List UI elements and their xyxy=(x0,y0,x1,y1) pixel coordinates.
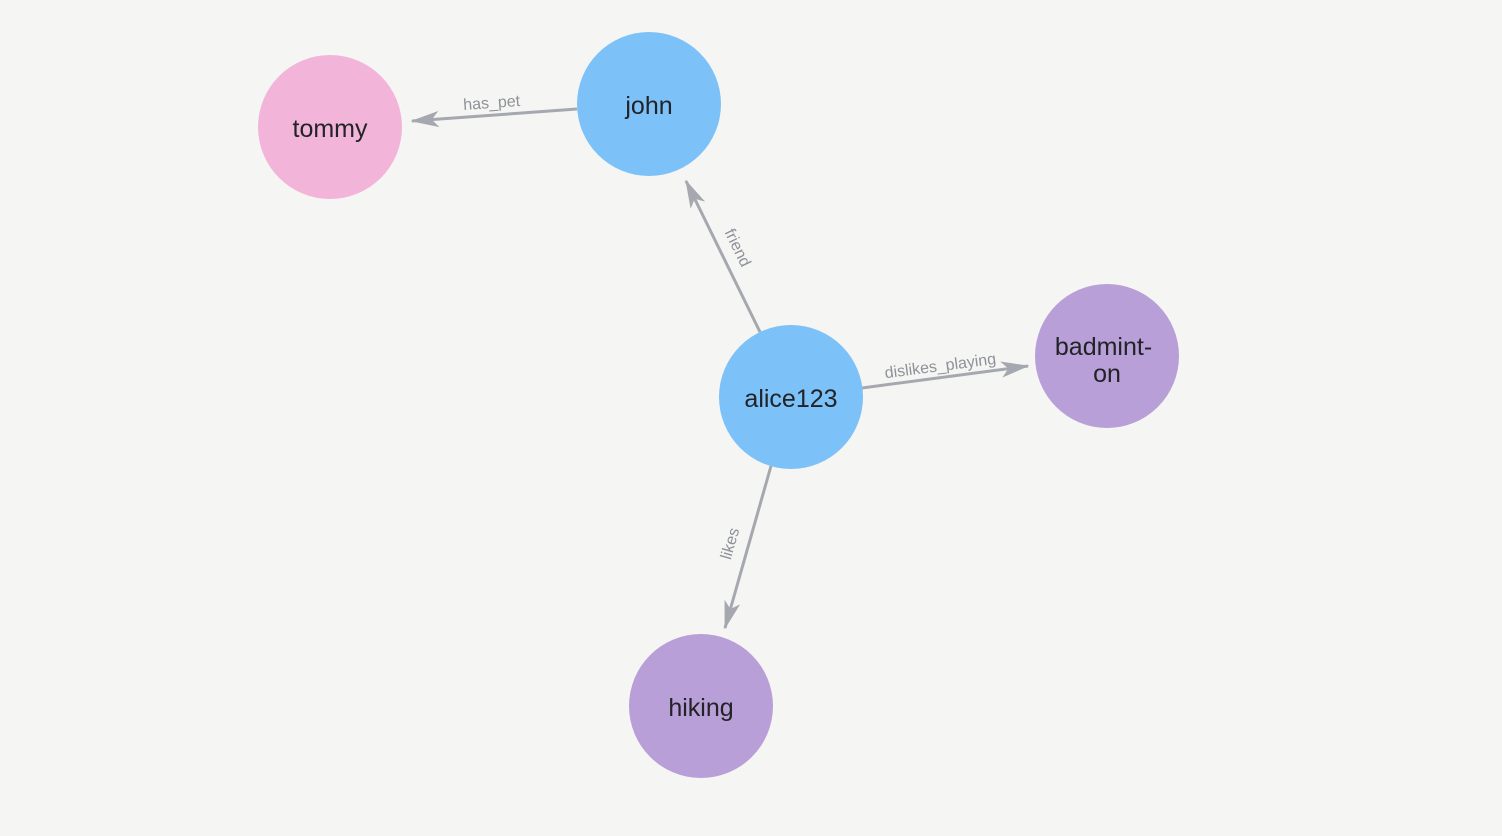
node-alice123: alice123 xyxy=(719,325,863,469)
edge-line-dislikes_playing[interactable] xyxy=(861,361,1030,390)
edge-label-likes: likes xyxy=(718,526,743,561)
node-hiking: hiking xyxy=(629,634,773,778)
node-circle-alice123[interactable] xyxy=(719,325,863,469)
node-circle-john[interactable] xyxy=(577,32,721,176)
node-badminton: badmint- on xyxy=(1035,284,1179,428)
edge-alice123-dislikes_playing-badminton: dislikes_playing xyxy=(861,351,1030,390)
edge-alice123-likes-hiking: likes xyxy=(718,465,773,630)
edge-line-has_pet[interactable] xyxy=(410,107,578,128)
node-circle-hiking[interactable] xyxy=(629,634,773,778)
node-circle-tommy[interactable] xyxy=(258,55,402,199)
edge-alice123-friend-john: friend xyxy=(684,179,762,333)
edge-line-friend[interactable] xyxy=(684,179,762,333)
node-circle-badminton[interactable] xyxy=(1035,284,1179,428)
node-john: john xyxy=(577,32,721,176)
node-tommy: tommy xyxy=(258,55,402,199)
edge-john-has_pet-tommy: has_pet xyxy=(410,93,578,128)
edge-line-likes[interactable] xyxy=(723,465,773,630)
edge-label-has_pet: has_pet xyxy=(463,93,522,114)
